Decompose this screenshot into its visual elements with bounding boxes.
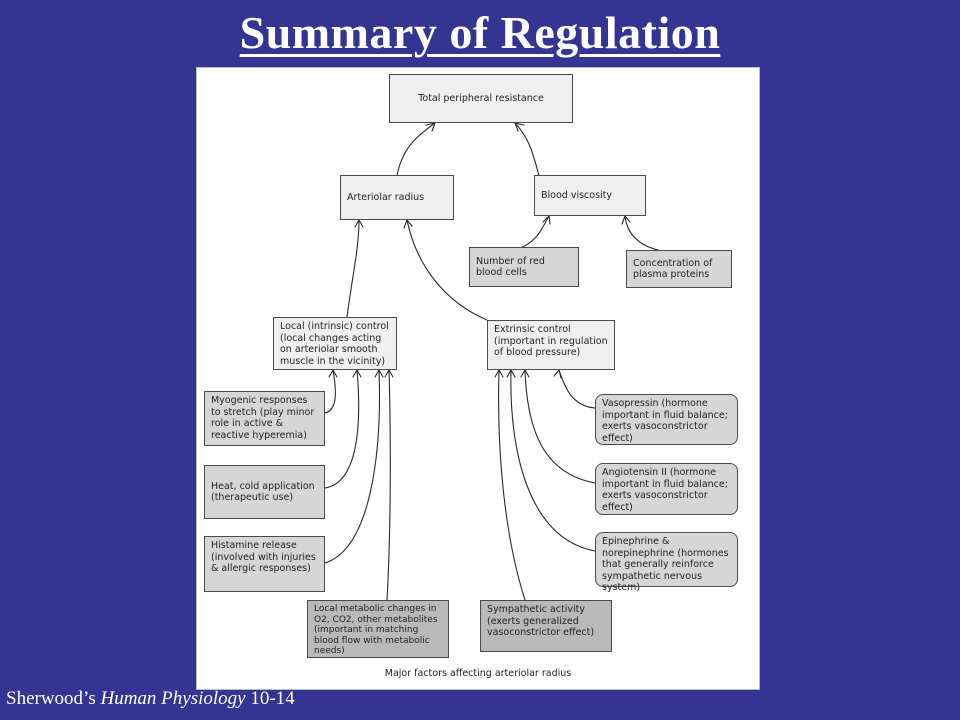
node-blood-viscosity: Blood viscosity xyxy=(534,175,646,216)
connector-arrows xyxy=(324,122,663,601)
arrow-plasma-to-viscosity xyxy=(624,215,663,252)
node-local-metabolic-changes: Local metabolic changes in O2, CO2, othe… xyxy=(307,600,449,658)
node-heat-cold-application: Heat, cold application (therapeutic use) xyxy=(204,465,325,519)
credit-author: Sherwood’s xyxy=(6,688,101,709)
arrow-extrinsic-to-arteriolar xyxy=(406,219,488,321)
node-vasopressin: Vasopressin (hormone important in fluid … xyxy=(595,394,738,445)
node-local-control: Local (intrinsic) control (local changes… xyxy=(273,317,397,370)
node-sympathetic-activity: Sympathetic activity (exerts generalized… xyxy=(480,600,612,652)
arrow-local-to-arteriolar xyxy=(346,219,360,318)
node-histamine-release: Histamine release (involved with injurie… xyxy=(204,536,325,592)
arrow-viscosity-to-tpr xyxy=(514,122,540,177)
arrow-sympathetic-to-extrinsic xyxy=(498,369,526,601)
arrow-epinephrine-to-extrinsic xyxy=(510,369,596,552)
credit-edition: 10-14 xyxy=(245,688,295,709)
arrow-heat-to-local xyxy=(324,369,360,489)
slide-title: Summary of Regulation xyxy=(239,7,721,58)
diagram-panel: Total peripheral resistance Arteriolar r… xyxy=(196,67,760,690)
arrow-angiotensin-to-extrinsic xyxy=(524,369,596,484)
source-credit: Sherwood’s Human Physiology 10-14 xyxy=(6,688,295,710)
node-epinephrine-norepinephrine: Epinephrine & norepinephrine (hormones t… xyxy=(595,532,738,593)
arrow-vasopressin-to-extrinsic xyxy=(558,369,596,409)
credit-book-title: Human Physiology xyxy=(100,688,246,709)
node-angiotensin-ii: Angiotensin II (hormone important in flu… xyxy=(595,463,738,515)
arrow-arteriolar-to-tpr xyxy=(396,122,436,177)
arrow-myogenic-to-local xyxy=(324,369,336,414)
node-extrinsic-control: Extrinsic control (important in regulati… xyxy=(487,320,615,370)
node-myogenic-responses: Myogenic responses to stretch (play mino… xyxy=(204,391,325,446)
arrow-histamine-to-local xyxy=(324,369,381,564)
arrow-metabolic-to-local xyxy=(386,369,391,601)
node-number-of-red-blood-cells: Number of red blood cells xyxy=(469,247,579,287)
node-total-peripheral-resistance: Total peripheral resistance xyxy=(389,74,573,123)
diagram-caption: Major factors affecting arteriolar radiu… xyxy=(384,668,572,679)
node-plasma-proteins: Concentration of plasma proteins xyxy=(626,250,732,288)
node-arteriolar-radius: Arteriolar radius xyxy=(340,175,454,220)
